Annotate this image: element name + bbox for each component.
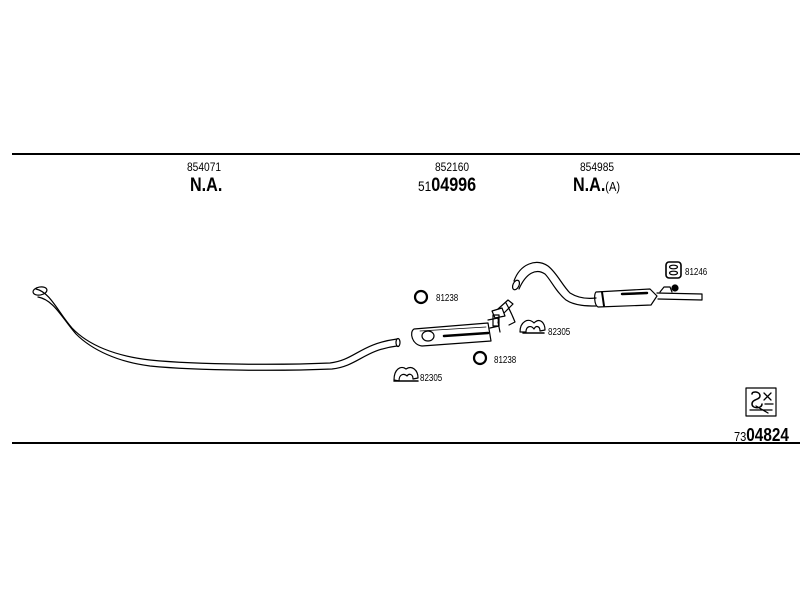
- ring-clamp-icon: [472, 350, 488, 366]
- status-text: N.A.: [573, 175, 606, 196]
- ring-clamp-icon: [413, 289, 429, 305]
- muffler-icon: [411, 299, 516, 347]
- status-rear-muffler: N.A.(A): [573, 176, 620, 196]
- bottom-divider: [12, 442, 800, 444]
- u-bracket-icon: [393, 366, 419, 382]
- label-clamp-bottom: 81238: [494, 355, 517, 366]
- label-clamp-top: 81238: [436, 293, 459, 304]
- code-number: 04996: [431, 175, 477, 196]
- diagram-code-number: 04824: [746, 425, 789, 445]
- rubber-hanger-icon: [665, 261, 682, 279]
- tool-box-icon: [745, 387, 777, 417]
- status-suffix: (A): [605, 179, 621, 194]
- top-divider: [12, 153, 800, 155]
- status-front-pipe: N.A.: [190, 175, 223, 196]
- code-center-muffler: 5104996: [418, 176, 476, 196]
- exhaust-pipe-icon: [32, 286, 401, 371]
- part-number-front-pipe: 854071: [187, 160, 222, 174]
- label-bracket-right: 82305: [548, 327, 571, 338]
- label-hanger: 81246: [685, 267, 708, 278]
- exhaust-pipe-icon: [511, 261, 703, 308]
- part-number-center-muffler: 852160: [435, 160, 470, 174]
- diagram-code: 7304824: [734, 426, 789, 446]
- label-bracket-left: 82305: [420, 373, 443, 384]
- u-bracket-icon: [519, 319, 546, 334]
- part-number-rear-muffler: 854985: [580, 160, 615, 174]
- code-prefix: 51: [418, 178, 432, 194]
- diagram-code-prefix: 73: [734, 429, 747, 444]
